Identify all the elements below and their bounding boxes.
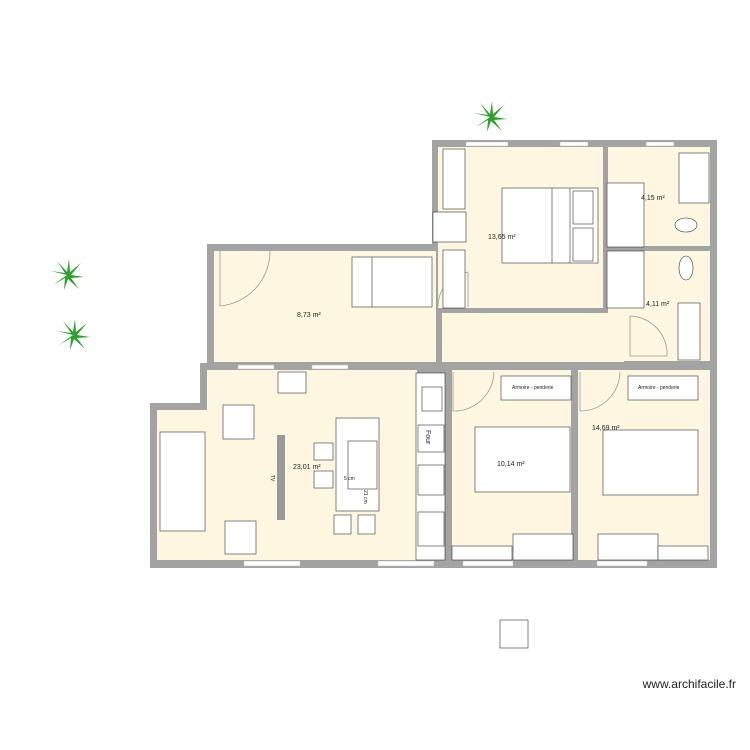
cooktop-icon [417, 511, 445, 547]
sink-icon [678, 152, 710, 204]
sink-icon [677, 302, 701, 361]
area-label: 10,14 m² [497, 461, 525, 468]
area-label: 8,73 m² [297, 312, 321, 319]
plan-square [499, 619, 529, 649]
desk-icon [597, 533, 659, 561]
bedroom-right-door [579, 371, 621, 412]
armchair [222, 404, 255, 440]
sink-icon [421, 386, 443, 412]
chair-icon [357, 514, 376, 535]
island-depth-label: 21 cm [362, 490, 368, 504]
tv-label: TV [269, 475, 275, 482]
area-label: 23,01 m² [293, 464, 321, 471]
area-label: 14,69 m² [592, 425, 620, 432]
table-top [277, 371, 307, 394]
shelf [451, 545, 513, 561]
bedroom-middle-door [452, 371, 495, 412]
plant-icon [51, 259, 84, 290]
plant-icon [474, 101, 507, 132]
island-width-label: 5 cm [344, 476, 355, 482]
shelf [657, 545, 709, 561]
room-hallway[interactable] [442, 313, 624, 362]
closet-left-top [442, 148, 466, 210]
watermark: www.archifacile.fr [642, 677, 736, 691]
windows [237, 141, 675, 567]
chair-icon [313, 470, 334, 489]
desk-top [432, 211, 467, 243]
chair-icon [313, 442, 334, 461]
area-label: 13,65 m² [488, 234, 516, 241]
armchair [224, 520, 257, 555]
wardrobe-label: Armoire - penderie [638, 385, 680, 391]
closet-left-bottom [442, 249, 466, 309]
entry-cabinet [351, 256, 433, 308]
desk-icon [512, 533, 574, 561]
sofa-icon [159, 431, 206, 532]
area-label: 4,11 m² [646, 301, 670, 308]
toilet-icon [678, 255, 694, 281]
plant-icon [57, 319, 90, 350]
bathroom-door [629, 315, 668, 357]
toilet-icon [674, 217, 698, 233]
shower-icon [606, 182, 645, 248]
bed-right-icon [602, 429, 699, 496]
bed-middle-icon [474, 426, 571, 493]
fridge-icon [417, 464, 445, 496]
wardrobe [627, 375, 699, 401]
chair-icon [333, 514, 352, 535]
wardrobe [500, 375, 572, 401]
tv-wall [277, 435, 285, 520]
area-label: 4,15 m² [641, 195, 665, 202]
shower-icon [606, 250, 645, 309]
entry-door [219, 250, 271, 307]
oven-label: Four [424, 430, 431, 445]
oven [417, 424, 445, 453]
wardrobe-label: Armoire - penderie [512, 385, 554, 391]
